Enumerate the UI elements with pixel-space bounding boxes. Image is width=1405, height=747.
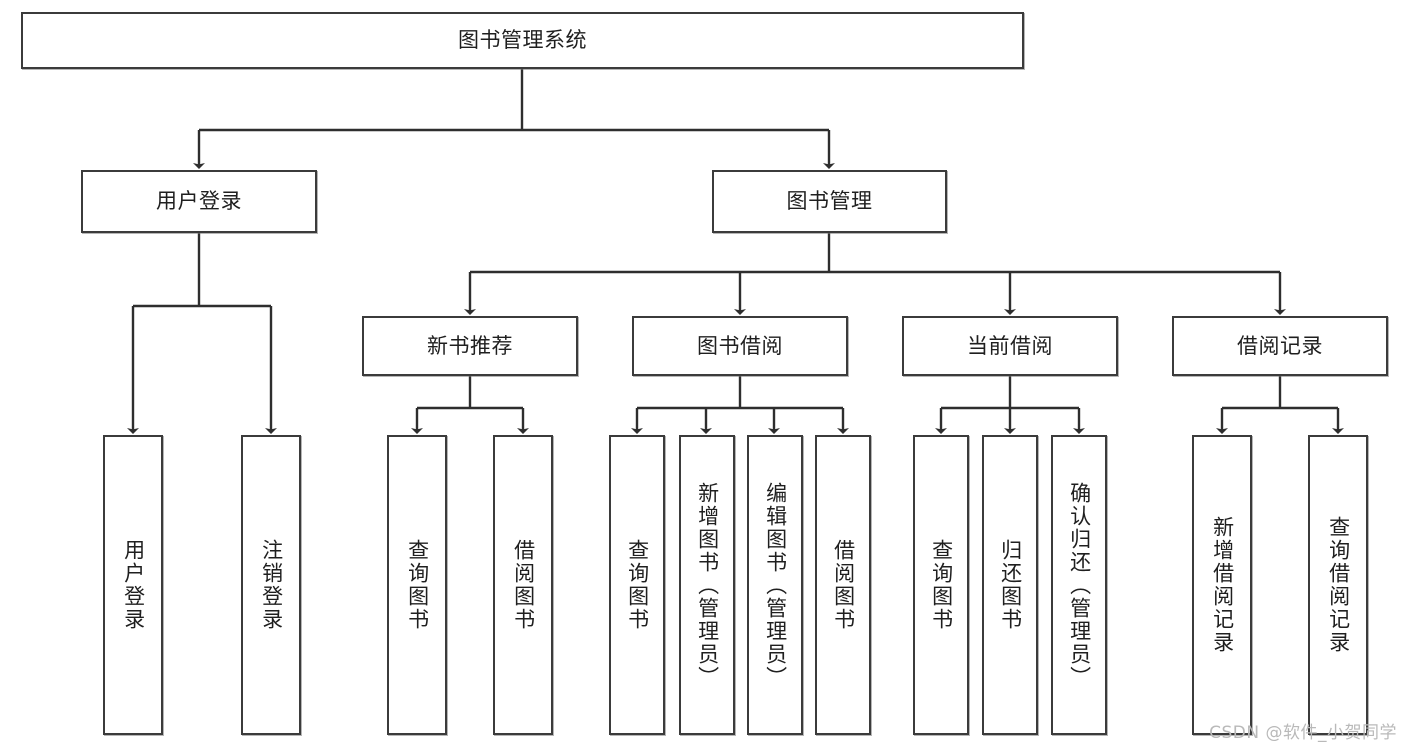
node-leaf-logout[interactable]: 注销登录: [241, 435, 301, 735]
node-leaf-borrow-book[interactable]: 借阅图书: [815, 435, 871, 735]
node-label: 注销登录: [259, 539, 284, 631]
node-leaf-return-book[interactable]: 归还图书: [982, 435, 1038, 735]
node-label: 新增借阅记录: [1210, 516, 1235, 654]
node-label: 图书管理系统: [458, 28, 587, 53]
node-label: 当前借阅: [967, 333, 1053, 358]
node-leaf-query-borrow-record[interactable]: 查询借阅记录: [1308, 435, 1368, 735]
node-label: 借阅图书: [831, 539, 856, 631]
node-label: 查询图书: [405, 539, 430, 631]
node-label: 新增图书（管理员）: [695, 481, 720, 689]
node-label: 用户登录: [121, 539, 146, 631]
node-root-book-management-system[interactable]: 图书管理系统: [21, 12, 1024, 69]
node-current-borrow[interactable]: 当前借阅: [902, 316, 1118, 376]
node-label: 查询图书: [625, 539, 650, 631]
node-label: 借阅记录: [1237, 333, 1323, 358]
node-leaf-query-book-current[interactable]: 查询图书: [913, 435, 969, 735]
node-label: 图书管理: [786, 189, 873, 214]
node-label: 归还图书: [998, 539, 1023, 631]
node-leaf-confirm-return-admin[interactable]: 确认归还（管理员）: [1051, 435, 1107, 735]
node-label: 查询图书: [929, 539, 954, 631]
node-book-management[interactable]: 图书管理: [712, 170, 947, 233]
node-book-borrow[interactable]: 图书借阅: [632, 316, 848, 376]
node-new-book-recommend[interactable]: 新书推荐: [362, 316, 578, 376]
watermark-text: CSDN @软件_小贺同学: [1209, 723, 1397, 743]
node-label: 用户登录: [156, 189, 242, 214]
node-leaf-query-book-newbook[interactable]: 查询图书: [387, 435, 447, 735]
node-leaf-query-book-borrow[interactable]: 查询图书: [609, 435, 665, 735]
node-label: 借阅图书: [511, 539, 536, 631]
node-leaf-edit-book-admin[interactable]: 编辑图书（管理员）: [747, 435, 803, 735]
node-leaf-user-login[interactable]: 用户登录: [103, 435, 163, 735]
node-label: 图书借阅: [697, 333, 783, 358]
node-leaf-add-borrow-record[interactable]: 新增借阅记录: [1192, 435, 1252, 735]
node-leaf-borrow-book-newbook[interactable]: 借阅图书: [493, 435, 553, 735]
node-borrow-record[interactable]: 借阅记录: [1172, 316, 1388, 376]
node-user-login[interactable]: 用户登录: [81, 170, 317, 233]
node-leaf-add-book-admin[interactable]: 新增图书（管理员）: [679, 435, 735, 735]
node-label: 编辑图书（管理员）: [763, 481, 788, 689]
node-label: 查询借阅记录: [1326, 516, 1351, 654]
node-label: 新书推荐: [427, 333, 513, 358]
node-label: 确认归还（管理员）: [1067, 481, 1092, 689]
